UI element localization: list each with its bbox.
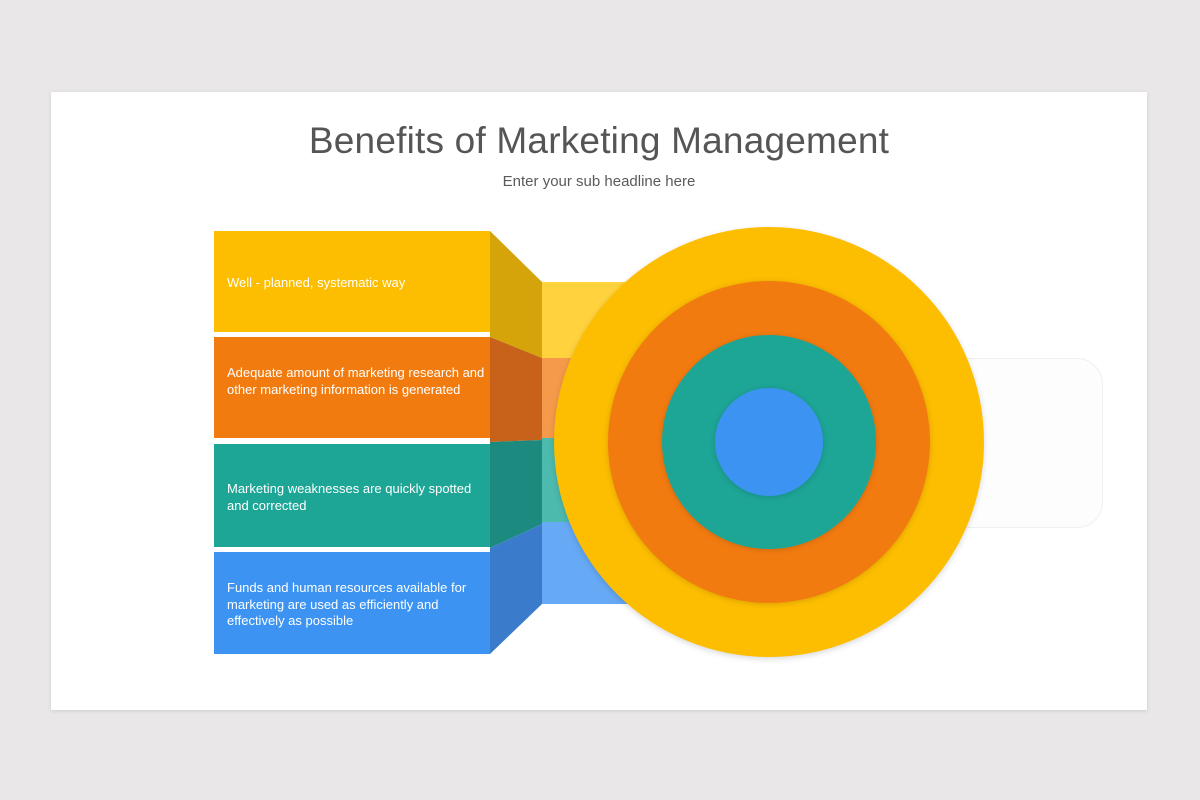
band-4-side: [490, 524, 542, 654]
band-3: [214, 444, 490, 547]
band-4-text: Funds and human resources available for …: [227, 580, 467, 628]
page-title: Benefits of Marketing Management: [308, 120, 890, 161]
band-4: [214, 552, 490, 654]
band-1: [214, 231, 490, 332]
slide: Benefits of Marketing Management Enter y…: [51, 92, 1147, 710]
band-2-text: Adequate amount of marketing research an…: [227, 365, 485, 397]
band-1-side: [490, 231, 542, 358]
band-3-side: [490, 440, 542, 548]
band-3-text: Marketing weaknesses are quickly spotted…: [227, 481, 472, 513]
page-subtitle: Enter your sub headline here: [502, 173, 696, 190]
band-2: [214, 337, 490, 438]
band-1-text: Well - planned, systematic way: [227, 275, 406, 290]
bullseye: [715, 388, 823, 496]
band-2-side: [490, 337, 542, 442]
benefits-diagram: [214, 227, 984, 657]
